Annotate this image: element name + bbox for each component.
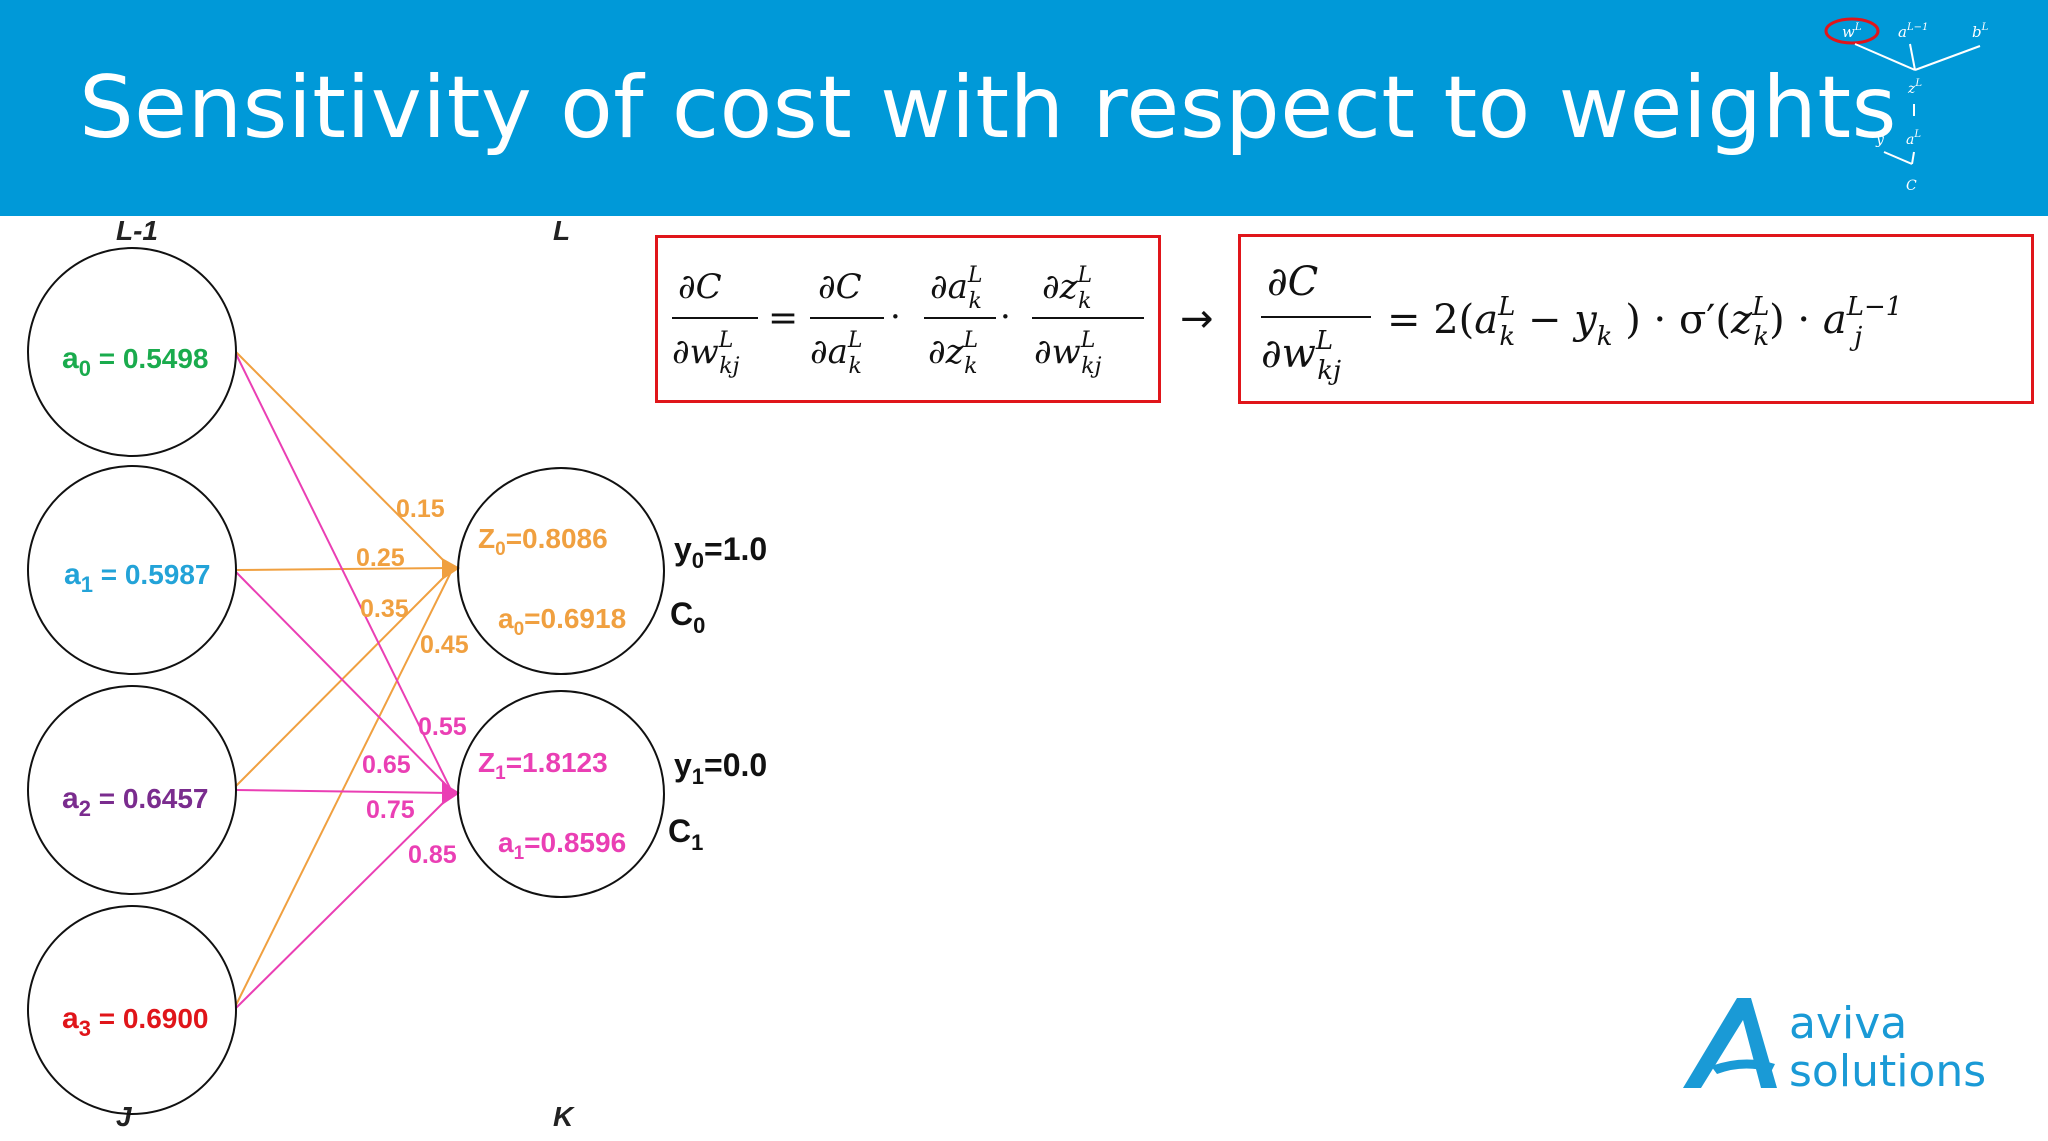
arrowhead-z0 — [442, 558, 460, 580]
output-neuron-0 — [457, 467, 665, 675]
layer-label-prev: L-1 — [116, 216, 158, 246]
tree-node-a-prev: aL−1 — [1898, 22, 1928, 41]
implies-arrow: → — [1180, 296, 1214, 342]
index-label-k: K — [553, 1101, 575, 1132]
tree-node-c: C — [1906, 178, 1917, 194]
weight-line-a2-z0 — [235, 569, 452, 787]
input-activation-2: a2 = 0.6457 — [62, 782, 209, 821]
cost-c1: C1 — [668, 813, 703, 855]
weights-to-z1 — [235, 353, 452, 1009]
output-z1: Z1=1.8123 — [478, 747, 608, 784]
target-y1: y1=0.0 — [674, 747, 767, 789]
weights-to-z0 — [235, 351, 452, 1006]
weight-label-w01: 0.25 — [356, 544, 405, 572]
weight-line-a1-z1 — [235, 571, 452, 791]
weight-label-w03: 0.45 — [420, 631, 469, 659]
highlight-circle — [1824, 17, 1880, 45]
dependency-tree-diagram: wL aL−1 bL zL y aL C — [1824, 17, 1989, 194]
weight-label-w12: 0.75 — [366, 796, 415, 824]
weight-label-w10: 0.55 — [418, 713, 467, 741]
chain-lhs-numerator: ∂C — [678, 267, 722, 307]
tree-node-a: aL — [1906, 129, 1921, 148]
result-lhs-numerator: ∂C — [1267, 259, 1318, 305]
title-banner: Sensitivity of cost with respect to weig… — [0, 0, 2048, 216]
aviva-solutions-logo: aviva solutions — [1683, 998, 1986, 1097]
input-neuron-1 — [27, 465, 237, 675]
tree-node-w: wL — [1842, 22, 1862, 41]
weight-line-a0-z1 — [235, 353, 452, 791]
input-neuron-2 — [27, 685, 237, 895]
tree-node-y: y — [1875, 132, 1885, 148]
logo-text-line2: solutions — [1789, 1046, 1986, 1097]
input-activation-1: a1 = 0.5987 — [64, 558, 211, 597]
chain-dot-1: · — [890, 297, 901, 337]
tree-node-b: bL — [1972, 22, 1989, 41]
weight-line-a0-z0 — [235, 351, 452, 569]
tree-node-z: zL — [1907, 78, 1922, 97]
index-label-j: J — [116, 1101, 133, 1132]
input-activation-3: a3 = 0.6900 — [62, 1002, 209, 1041]
weight-line-a3-z0 — [235, 571, 452, 1006]
weight-line-a3-z1 — [235, 794, 452, 1009]
output-neuron-1 — [457, 690, 665, 898]
chain-dot-2: · — [1000, 297, 1011, 337]
target-y0: y0=1.0 — [674, 531, 767, 573]
cost-c0: C0 — [670, 596, 705, 638]
output-a0: a0=0.6918 — [498, 603, 626, 640]
input-neuron-0 — [27, 247, 237, 457]
weight-label-w02: 0.35 — [360, 595, 409, 623]
layer-label-curr: L — [553, 216, 570, 246]
chain-f1-numerator: ∂C — [818, 267, 862, 307]
arrowhead-z1 — [442, 782, 460, 805]
weight-line-a1-z0 — [235, 567, 452, 571]
weight-line-a2-z1 — [235, 789, 452, 794]
weight-label-w00: 0.15 — [396, 495, 445, 523]
output-a1: a1=0.8596 — [498, 827, 626, 864]
output-z0: Z0=0.8086 — [478, 523, 608, 560]
neural-network-diagram: .lbl { font-family: "Liberation Sans", s… — [27, 216, 767, 1132]
weight-label-w13: 0.85 — [408, 841, 457, 869]
input-activation-0: a0 = 0.5498 — [62, 342, 209, 381]
chain-equals: = — [768, 298, 798, 339]
weight-label-w11: 0.65 — [362, 751, 411, 779]
logo-text-line1: aviva — [1789, 998, 1907, 1049]
slide-title: Sensitivity of cost with respect to weig… — [79, 58, 1897, 158]
logo-mark — [1683, 998, 1777, 1088]
input-neuron-3 — [27, 905, 237, 1115]
